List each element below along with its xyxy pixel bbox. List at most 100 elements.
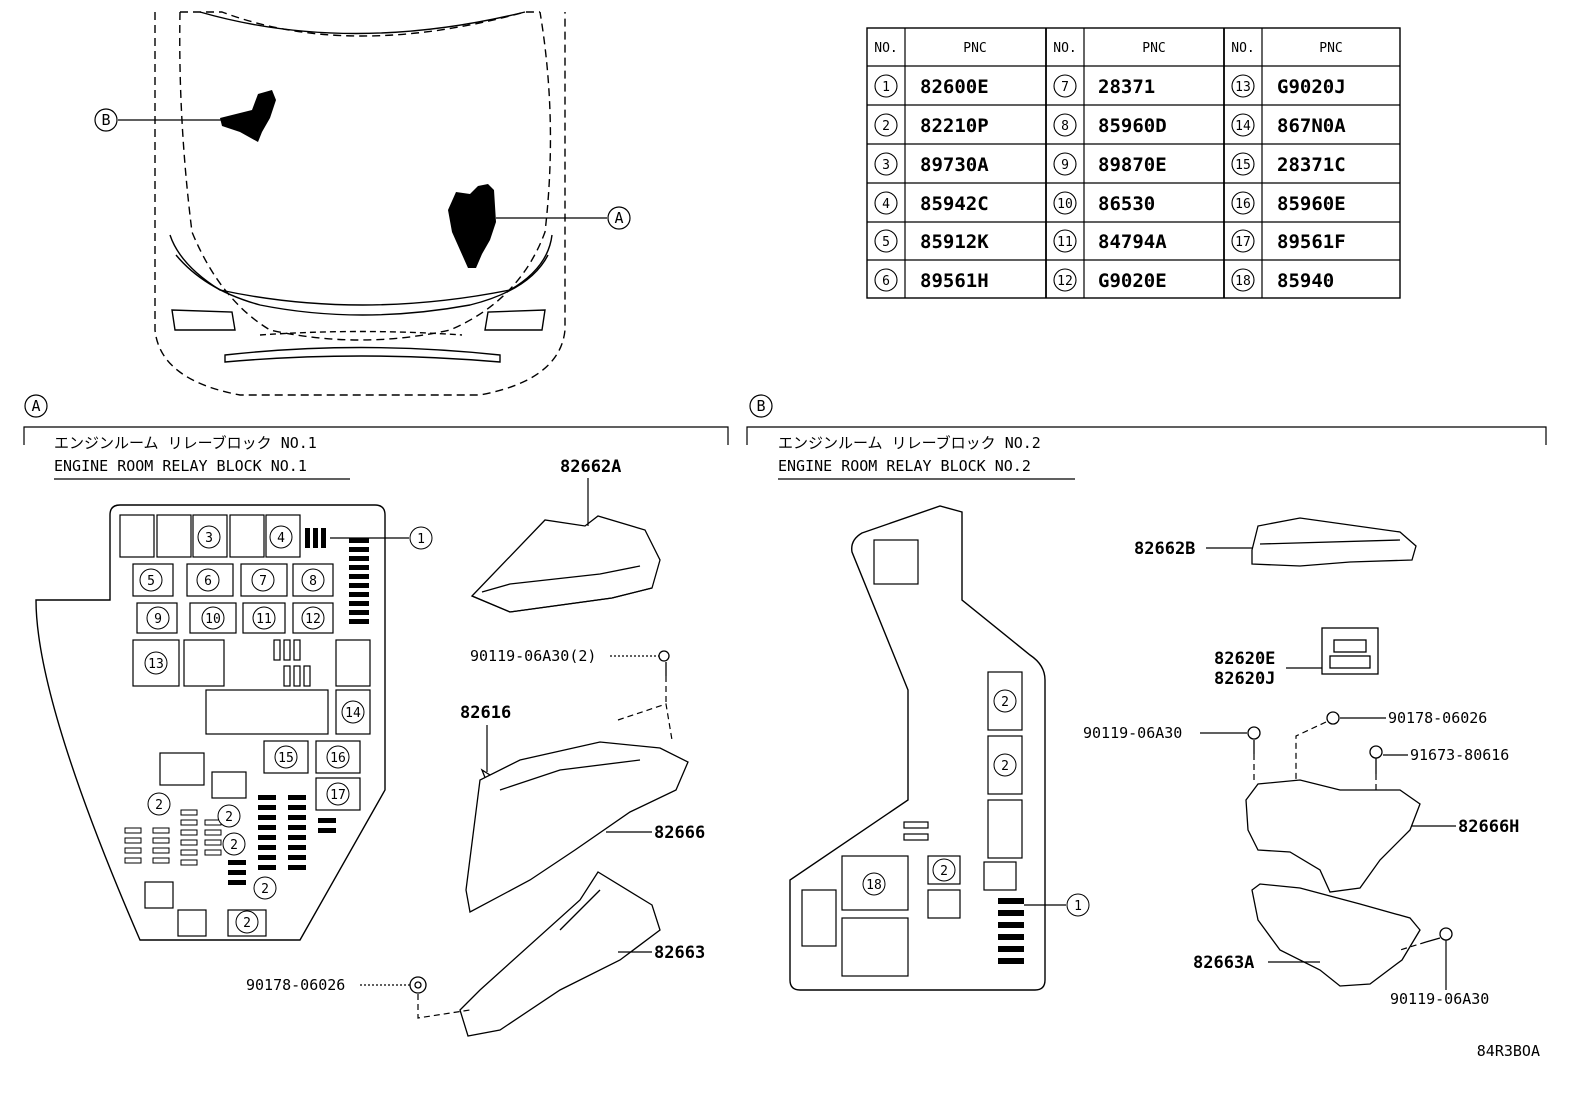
position-15-label: 15 [278, 751, 294, 766]
table-cell-pnc: 28371C [1277, 154, 1346, 176]
callout-a-label: A [614, 209, 623, 227]
table-cell-no: 3 [882, 158, 890, 173]
part-label-82662b: 82662B [1134, 539, 1195, 559]
position-9-label: 9 [154, 612, 162, 627]
position-2-label: 2 [243, 916, 251, 931]
table-cell-pnc: 82210P [920, 115, 989, 137]
position-16-label: 16 [330, 751, 346, 766]
callout-a-circle [607, 206, 631, 230]
position-12-label: 12 [305, 612, 321, 627]
table-cell-no: 16 [1235, 197, 1251, 212]
table-cell-no: 7 [1061, 80, 1069, 95]
relay-block-1-cells [119, 514, 371, 937]
table-cell-no: 10 [1057, 197, 1073, 212]
relay-block-a-location [448, 184, 496, 268]
relay-block-1-fuses [228, 528, 369, 885]
callout-b-circle [94, 108, 118, 132]
table-cell-pnc: G9020E [1098, 270, 1167, 292]
position-2-label: 2 [261, 882, 269, 897]
table-no-circle [1053, 191, 1077, 215]
table-cell-no: 12 [1057, 274, 1073, 289]
table-no-circle [1053, 113, 1077, 137]
position-1-label: 1 [1074, 899, 1082, 914]
position-4-label: 4 [277, 531, 285, 546]
section-b-marker: B [756, 397, 765, 415]
table-cell-no: 2 [882, 119, 890, 134]
table-cell-pnc: 28371 [1098, 76, 1155, 98]
figure-code: 84R3BOA [1477, 1042, 1540, 1060]
table-cell-no: 15 [1235, 158, 1251, 173]
table-no-circle [1053, 74, 1077, 98]
table-no-circle [1231, 229, 1255, 253]
table-no-circle [874, 113, 898, 137]
table-cell-pnc: 89730A [920, 154, 989, 176]
table-no-circle [874, 268, 898, 292]
section-b-part-labels: 82662B 82620E 82620J 90119-06A30 90178-0… [1083, 539, 1519, 1008]
part-label-82666h: 82666H [1458, 817, 1519, 837]
table-cell-no: 5 [882, 235, 890, 250]
position-3-label: 3 [205, 531, 213, 546]
section-a-parts-drawing [409, 515, 689, 1037]
position-2-label: 2 [230, 838, 238, 853]
table-cell-no: 6 [882, 274, 890, 289]
table-cell-pnc: 89870E [1098, 154, 1167, 176]
relay-block-2-circle-labels: 2 2 2 18 1 [862, 689, 1090, 917]
table-cell-pnc: G9020J [1277, 76, 1346, 98]
position-2-label: 2 [1001, 695, 1009, 710]
section-b-marker-circle [749, 394, 773, 418]
callout-b-label: B [101, 111, 110, 129]
relay-block-1-outline [35, 504, 386, 941]
part-label-90119-06a30-bottom: 90119-06A30 [1390, 990, 1489, 1008]
part-label-90119-06a30-2: 90119-06A30(2) [470, 647, 596, 665]
table-cell-pnc: 89561F [1277, 231, 1346, 253]
position-5-label: 5 [147, 574, 155, 589]
table-cell-no: 8 [1061, 119, 1069, 134]
position-2-label: 2 [1001, 759, 1009, 774]
section-a-part-labels: 82662A 90119-06A30(2) 82616 82666 82663 … [246, 457, 705, 994]
table-no-circle [1231, 152, 1255, 176]
table-no-circle [874, 152, 898, 176]
table-cell-no: 11 [1057, 235, 1073, 250]
table-cell-pnc: 85940 [1277, 270, 1334, 292]
position-8-label: 8 [309, 574, 317, 589]
part-label-90178-06026: 90178-06026 [1388, 709, 1487, 727]
table-cell-pnc: 85912K [920, 231, 989, 253]
part-label-82663: 82663 [654, 943, 705, 963]
table-cell-no: 9 [1061, 158, 1069, 173]
table-cell-pnc: 85960D [1098, 115, 1167, 137]
table-no-circle [874, 74, 898, 98]
position-17-label: 17 [330, 788, 346, 803]
table-cell-no: 18 [1235, 274, 1251, 289]
part-label-91673-80616: 91673-80616 [1410, 746, 1509, 764]
position-11-label: 11 [256, 612, 272, 627]
section-a: A エンジンルーム リレーブロック NO.1 ENGINE ROOM RELAY… [23, 394, 729, 1037]
section-b-title-jp: エンジンルーム リレーブロック NO.2 [778, 434, 1041, 452]
section-a-marker: A [31, 397, 40, 415]
position-1-label: 1 [417, 532, 425, 547]
table-cell-pnc: 85942C [920, 193, 989, 215]
table-header-no: NO. [874, 41, 897, 56]
section-a-assembly-lines [417, 676, 673, 1019]
part-label-82620e: 82620E [1214, 649, 1275, 669]
table-cell-pnc: 84794A [1098, 231, 1167, 253]
table-cell-no: 17 [1235, 235, 1251, 250]
section-a-title-jp: エンジンルーム リレーブロック NO.1 [54, 434, 317, 452]
table-cell-pnc: 85960E [1277, 193, 1346, 215]
table-cell-no: 14 [1235, 119, 1251, 134]
position-2-label: 2 [940, 864, 948, 879]
section-b-assembly-lines [1253, 721, 1427, 951]
table-cell-no: 4 [882, 197, 890, 212]
table-header-no: NO. [1231, 41, 1254, 56]
relay-block-2-cells [801, 539, 1023, 977]
relay-block-2-outline [789, 505, 1046, 991]
table-cell-no: 1 [882, 80, 890, 95]
table-no-circle [1231, 191, 1255, 215]
section-b: B エンジンルーム リレーブロック NO.2 ENGINE ROOM RELAY… [746, 394, 1547, 1008]
table-cell-pnc: 867N0A [1277, 115, 1346, 137]
table-no-circle [1231, 113, 1255, 137]
relay-block-2-fuses [998, 898, 1024, 964]
part-label-90178-06026: 90178-06026 [246, 976, 345, 994]
table-header-no: NO. [1053, 41, 1076, 56]
position-2-label: 2 [225, 810, 233, 825]
